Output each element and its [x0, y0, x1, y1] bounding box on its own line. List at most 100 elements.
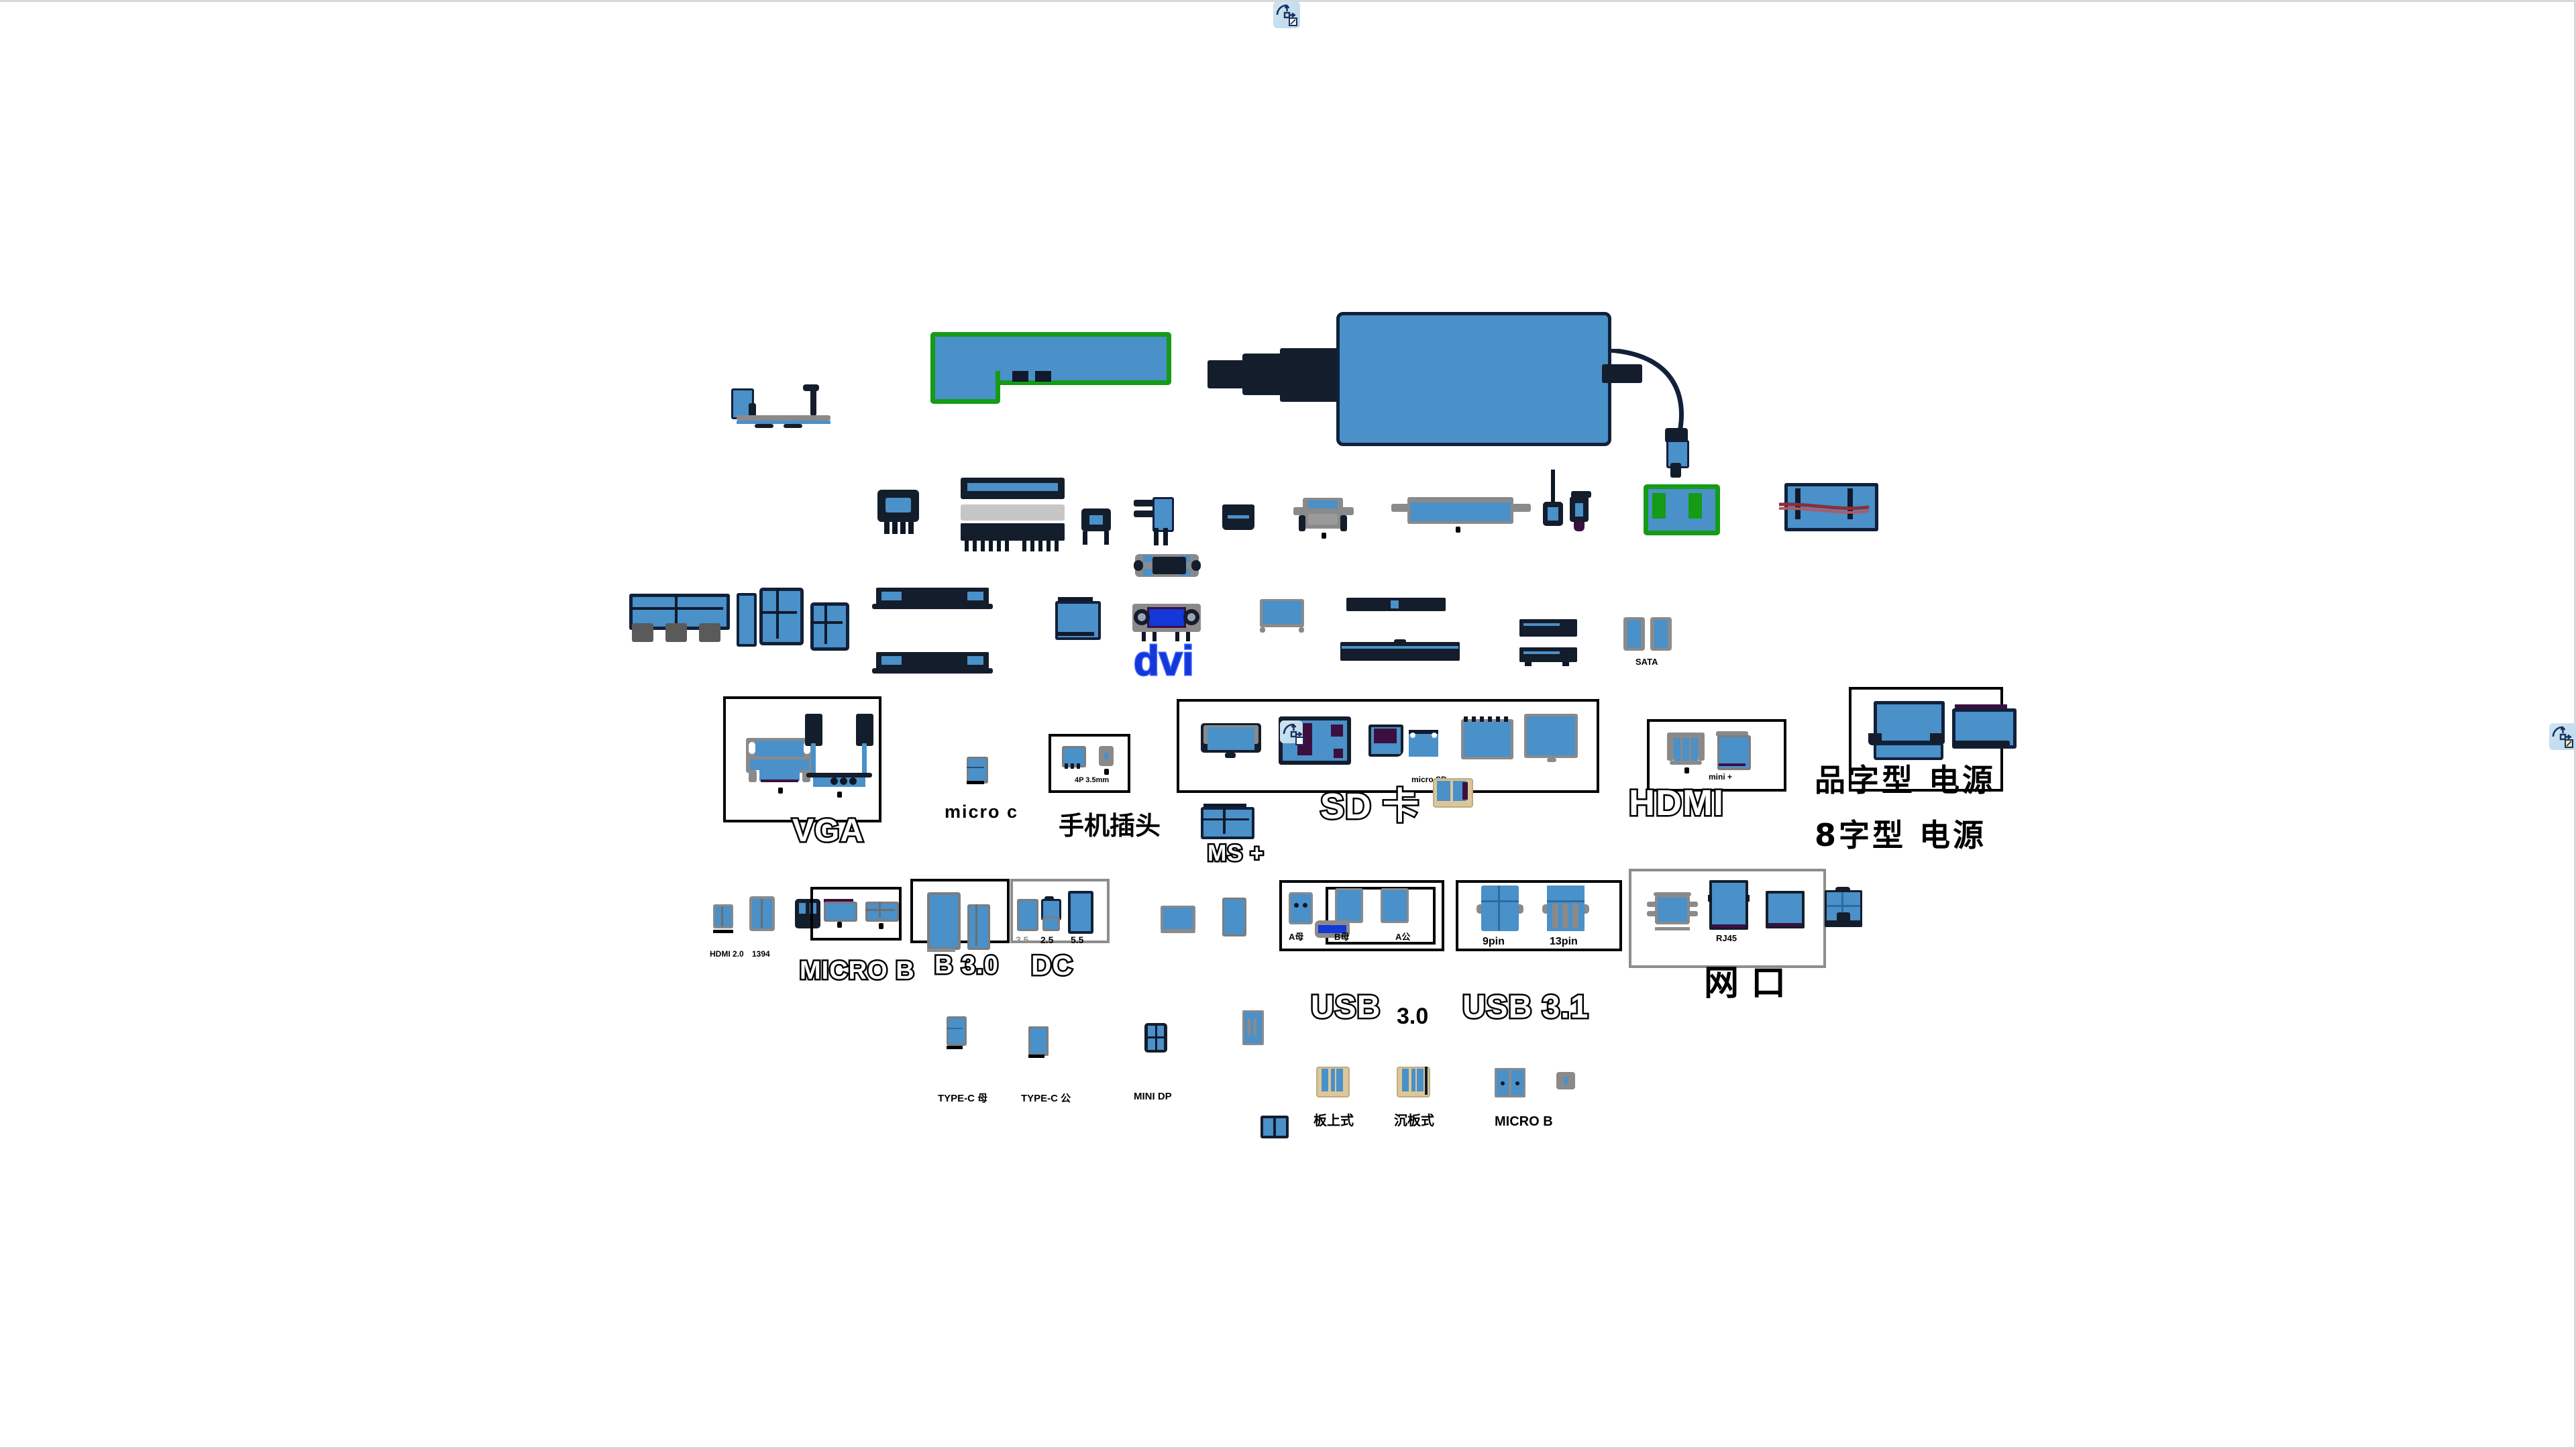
label-dc-55: 5.5 [1071, 934, 1084, 945]
model-mini-dp-connector[interactable] [1144, 1023, 1167, 1053]
group-box-hdmi[interactable] [1647, 719, 1786, 792]
group-box-sd-card[interactable] [1177, 699, 1599, 793]
model-idc-header-a[interactable] [1519, 619, 1577, 637]
model-b30-connector-main[interactable] [927, 892, 961, 952]
label-phone-pins: 4P 3.5mm [1075, 776, 1110, 784]
model-jack-pair[interactable] [1540, 470, 1601, 533]
model-board-mount-socket[interactable] [1316, 1067, 1350, 1097]
model-usb30-a-male[interactable] [1381, 888, 1409, 923]
model-micro-c-block[interactable] [967, 757, 988, 784]
label-hdmi: HDMI [1627, 783, 1725, 823]
model-hdmi20-plug[interactable] [713, 904, 733, 933]
model-dual-headphone-jack[interactable] [795, 899, 820, 931]
rotate-move-cursor [1273, 1, 1300, 28]
model-ms-card[interactable] [1201, 804, 1254, 839]
label-b30: B 3.0 [933, 951, 1000, 980]
group-box-dc[interactable] [1010, 879, 1110, 943]
group-box-usb31[interactable] [1456, 880, 1622, 951]
model-hdmi-port[interactable] [1667, 733, 1705, 773]
label-type-c-male: TYPE-C 公 [1021, 1093, 1071, 1104]
group-box-micro-b[interactable] [810, 887, 902, 941]
model-pin-strip-double[interactable] [1340, 639, 1460, 661]
model-microsd-slot[interactable] [1409, 730, 1438, 762]
model-rj45-jack-gray[interactable] [1647, 892, 1698, 932]
model-usb30-blue-tongue[interactable] [1315, 920, 1350, 938]
model-micro-b-dual-port[interactable] [1495, 1068, 1525, 1097]
model-figure8-power-plug[interactable] [1952, 704, 2017, 753]
model-pcb-with-wires[interactable] [1778, 483, 1878, 531]
model-dc-jack-25[interactable] [1041, 896, 1061, 931]
model-vga-female[interactable] [746, 738, 813, 794]
model-vga-screw-pair[interactable] [804, 714, 875, 798]
model-quad-block-a[interactable] [759, 588, 804, 645]
model-dc-jack-55[interactable] [1068, 891, 1093, 934]
model-rj45-plug-right[interactable] [1825, 887, 1862, 927]
model-vga-connector-male[interactable] [1293, 498, 1354, 539]
window-edge-top [0, 0, 2576, 2]
model-small-bracket[interactable] [731, 384, 845, 433]
model-quad-block-b[interactable] [810, 602, 849, 651]
model-ribbon-header-b[interactable] [961, 504, 1065, 521]
model-micro-connector[interactable] [1081, 508, 1111, 549]
model-usb30-a-female[interactable] [1289, 892, 1313, 924]
label-micro-b: MICRO B [798, 957, 916, 985]
model-slot-connector-a[interactable] [872, 588, 993, 609]
model-usb31-13pin[interactable] [1542, 885, 1589, 931]
model-sd-reader-b[interactable] [1524, 714, 1578, 762]
label-pin-power: 品字型 电源 [1815, 762, 1996, 798]
model-laptop-shape-block[interactable] [1260, 599, 1304, 633]
model-micro-b-male[interactable] [865, 902, 899, 929]
model-dvi-connector[interactable] [1132, 604, 1201, 643]
model-rj45-port-b[interactable] [1766, 891, 1805, 930]
label-net-port: 网 口 [1704, 963, 1786, 1004]
model-type-c-male[interactable] [1028, 1026, 1049, 1058]
model-ribbon-header-c[interactable] [961, 523, 1065, 551]
label-sunken-board: 沉板式 [1394, 1112, 1434, 1128]
group-box-usb30[interactable] [1279, 880, 1444, 951]
model-dsub-connector[interactable] [1391, 493, 1531, 533]
model-power-adapter[interactable] [1208, 305, 1642, 493]
model-cloverleaf-power-plug[interactable] [1868, 701, 1945, 760]
model-right-angle-header[interactable] [1134, 497, 1174, 547]
model-usb-b-connector[interactable] [877, 490, 919, 537]
model-1394-plug[interactable] [749, 896, 775, 934]
model-sata-pair[interactable] [1623, 617, 1673, 656]
model-thin-blade[interactable] [737, 593, 757, 647]
model-sd-card-main[interactable] [1279, 716, 1351, 765]
model-idc-header-b[interactable] [1519, 647, 1577, 666]
model-slot-connector-b[interactable] [872, 652, 993, 674]
model-usb30-b-male[interactable] [1335, 888, 1363, 923]
model-green-pcb-dual-slot[interactable] [1644, 484, 1720, 535]
model-sd-reader-a[interactable] [1461, 716, 1513, 762]
group-box-vga[interactable] [723, 696, 881, 822]
model-microsd-card[interactable] [1368, 724, 1403, 757]
model-micro-b-small-socket[interactable] [1556, 1072, 1575, 1089]
model-loose-card-block[interactable] [1222, 898, 1246, 936]
model-triple-block-header[interactable] [629, 594, 730, 642]
model-phone-plug-rounded[interactable] [1099, 746, 1114, 775]
label-usb31: USB 3.1 [1460, 989, 1589, 1025]
model-dvi-connector-top[interactable] [1134, 551, 1201, 580]
model-square-pin-block[interactable] [1055, 597, 1101, 640]
model-b30-connector-side[interactable] [967, 904, 990, 950]
model-usb-a-shell[interactable] [1222, 504, 1254, 530]
model-hdmi-mini[interactable] [1716, 731, 1751, 773]
model-loose-usb-shell[interactable] [1161, 906, 1195, 934]
model-type-c-female[interactable] [947, 1016, 967, 1049]
label-dvi: dvi [1133, 638, 1195, 684]
model-sd-slot[interactable] [1201, 723, 1261, 758]
group-box-phone-plug[interactable] [1049, 734, 1130, 793]
model-pin-strip-single[interactable] [1346, 598, 1446, 611]
model-rj45-port-a[interactable] [1708, 880, 1750, 931]
label-usb30: USB [1309, 989, 1381, 1025]
model-usb3-vertical-plug[interactable] [1242, 1010, 1264, 1048]
model-ribbon-header-a[interactable] [961, 478, 1065, 499]
model-sim-tray[interactable] [1433, 778, 1473, 808]
model-phone-plug-small[interactable] [1062, 746, 1086, 769]
model-sunken-board-socket[interactable] [1397, 1067, 1430, 1097]
model-dual-socket-black[interactable] [1260, 1116, 1289, 1140]
model-micro-b-female[interactable] [824, 899, 857, 928]
model-usb31-9pin[interactable] [1477, 885, 1523, 931]
model-dc-jack-35[interactable] [1017, 899, 1038, 931]
